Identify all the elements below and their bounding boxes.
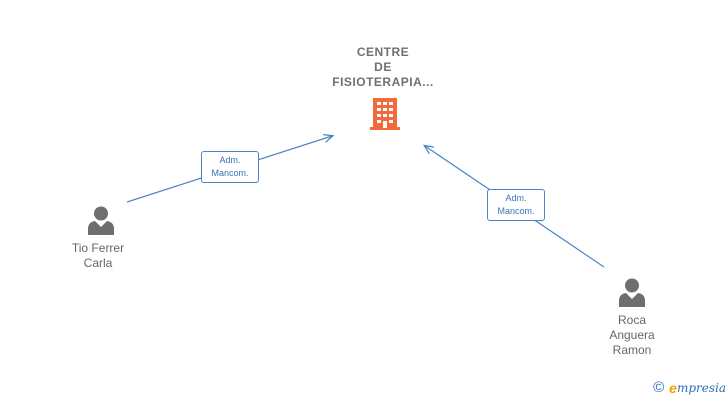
person-name-tio[interactable]: Tio Ferrer Carla [48, 241, 148, 271]
person-name-line: Ramon [612, 343, 652, 357]
role-badge-roca: Adm. Mancom. [487, 189, 545, 221]
brand-logo-text: mpresia [676, 380, 726, 395]
role-line: Adm. [505, 193, 527, 203]
company-name[interactable]: CENTRE DE FISIOTERAPIA... [318, 45, 448, 90]
person-icon[interactable] [86, 205, 116, 235]
brand-watermark: © e mpresia [653, 379, 726, 396]
person-name-line: Anguera [609, 328, 655, 342]
person-icon[interactable] [617, 277, 647, 307]
person-name-line: Roca [617, 313, 646, 327]
role-line: Mancom. [211, 168, 249, 178]
copyright-icon: © [653, 379, 665, 396]
person-name-line: Carla [83, 256, 113, 270]
person-name-line: Tio Ferrer [71, 241, 125, 255]
company-name-line: DE [374, 60, 392, 74]
company-name-line: FISIOTERAPIA... [332, 75, 434, 89]
role-line: Adm. [219, 155, 241, 165]
company-name-line: CENTRE [356, 45, 410, 59]
role-line: Mancom. [497, 206, 535, 216]
brand-logo-initial: e [669, 379, 677, 396]
building-icon[interactable] [369, 97, 401, 131]
person-name-roca[interactable]: Roca Anguera Ramon [582, 313, 682, 358]
role-badge-tio: Adm. Mancom. [201, 151, 259, 183]
